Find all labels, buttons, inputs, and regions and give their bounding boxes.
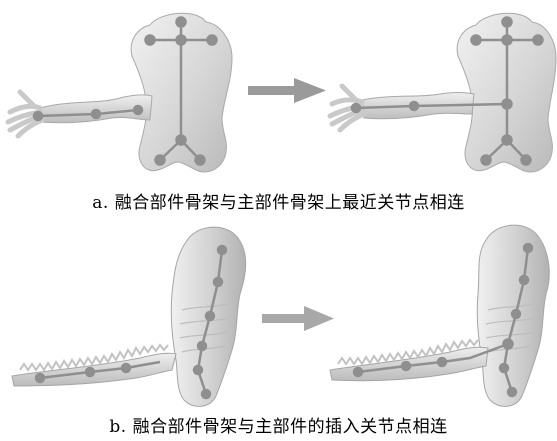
panel-a-illustration xyxy=(0,0,557,188)
panel-a: a. 融合部件骨架与主部件骨架上最近关节点相连 xyxy=(0,0,557,220)
caption-b: b. 融合部件骨架与主部件的插入关节点相连 xyxy=(0,412,557,437)
transform-arrow-a xyxy=(248,78,326,103)
transform-arrow-b xyxy=(262,306,334,331)
panel-b-illustration xyxy=(0,220,557,410)
panel-b: b. 融合部件骨架与主部件的插入关节点相连 xyxy=(0,220,557,441)
caption-a: a. 融合部件骨架与主部件骨架上最近关节点相连 xyxy=(0,188,557,213)
